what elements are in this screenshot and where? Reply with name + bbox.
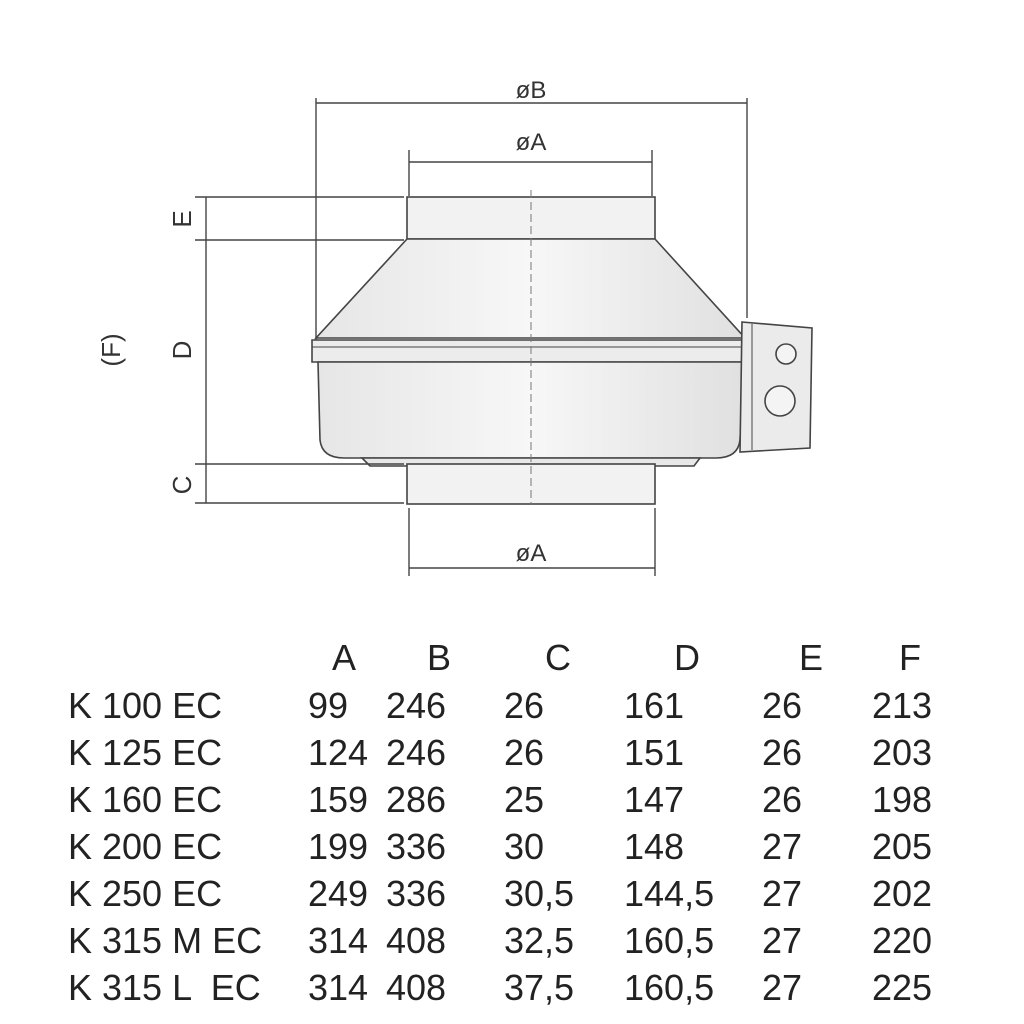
cell-a: 314: [308, 967, 369, 1008]
cell-f: 220: [872, 920, 933, 961]
cell-b: 336: [386, 826, 447, 867]
cell-a: 159: [308, 779, 369, 820]
label-dia-b: øB: [516, 77, 547, 104]
cell-b: 246: [386, 685, 447, 726]
cell-f: 205: [872, 826, 933, 867]
dimension-a-bottom: [408, 508, 656, 576]
cell-f: 213: [872, 685, 933, 726]
cell-b: 408: [386, 967, 447, 1008]
cell-c: 37,5: [504, 967, 575, 1008]
cell-c: 26: [504, 732, 545, 773]
dimension-b: [315, 98, 748, 345]
cell-d: 147: [624, 779, 685, 820]
cell-a: 199: [308, 826, 369, 867]
label-dim-e: E: [167, 210, 197, 227]
cell-b: 246: [386, 732, 447, 773]
cell-c: 26: [504, 685, 545, 726]
cell-b: 336: [386, 873, 447, 914]
cell-c: 25: [504, 779, 545, 820]
header-a: A: [331, 637, 356, 678]
cell-model: K 100 EC: [68, 685, 223, 726]
cell-model: K 315 L EC: [68, 967, 261, 1008]
cell-a: 99: [308, 685, 349, 726]
cell-e: 26: [762, 685, 803, 726]
table-header-row: A B C D E F: [60, 634, 954, 682]
cell-d: 160,5: [624, 920, 715, 961]
label-dim-c: C: [167, 476, 197, 495]
cell-e: 27: [762, 873, 803, 914]
table-row: K 200 EC 199 336 30 148 27 205: [60, 823, 954, 870]
cell-f: 202: [872, 873, 933, 914]
header-e: E: [798, 637, 823, 678]
cell-d: 161: [624, 685, 685, 726]
cell-d: 160,5: [624, 967, 715, 1008]
cell-a: 314: [308, 920, 369, 961]
cell-c: 32,5: [504, 920, 575, 961]
label-dim-d: D: [167, 341, 197, 360]
label-dia-a-bottom: øA: [516, 540, 547, 567]
header-model: [60, 634, 308, 682]
cable-gland-large: [764, 385, 796, 417]
cell-e: 26: [762, 732, 803, 773]
header-c: C: [545, 637, 571, 678]
dimension-a-top: [408, 150, 653, 196]
table-row: K 125 EC 124 246 26 151 26 203: [60, 729, 954, 776]
cell-model: K 200 EC: [68, 826, 223, 867]
cell-model: K 125 EC: [68, 732, 223, 773]
cell-f: 203: [872, 732, 933, 773]
fan-housing: [311, 196, 813, 505]
cell-e: 27: [762, 967, 803, 1008]
cell-e: 26: [762, 779, 803, 820]
cell-b: 286: [386, 779, 447, 820]
table-row: K 160 EC 159 286 25 147 26 198: [60, 776, 954, 823]
cell-f: 198: [872, 779, 933, 820]
cell-c: 30,5: [504, 873, 575, 914]
label-dim-f: (F): [96, 333, 126, 366]
cell-b: 408: [386, 920, 447, 961]
cell-c: 30: [504, 826, 545, 867]
cell-d: 151: [624, 732, 685, 773]
cell-e: 27: [762, 826, 803, 867]
table-row: K 315 L EC 314 408 37,5 160,5 27 225: [60, 964, 954, 1011]
cell-model: K 250 EC: [68, 873, 223, 914]
header-d: D: [674, 637, 700, 678]
cell-model: K 315 M EC: [68, 920, 263, 961]
cell-a: 124: [308, 732, 369, 773]
cell-a: 249: [308, 873, 369, 914]
cell-e: 27: [762, 920, 803, 961]
header-b: B: [426, 637, 451, 678]
label-dia-a-top: øA: [516, 129, 547, 156]
cell-f: 225: [872, 967, 933, 1008]
cell-model: K 160 EC: [68, 779, 223, 820]
cell-d: 144,5: [624, 873, 715, 914]
table-row: K 100 EC 99 246 26 161 26 213: [60, 682, 954, 729]
cable-gland-small: [775, 343, 797, 365]
table-body: K 100 EC 99 246 26 161 26 213 K 125 EC 124 246 26 1…: [60, 682, 954, 1011]
fan-dimension-drawing: øB øA E D C (F): [96, 77, 813, 576]
vertical-dimensions: [195, 196, 404, 504]
cell-d: 148: [624, 826, 685, 867]
header-f: F: [899, 637, 921, 678]
table-row: K 250 EC 249 336 30,5 144,5 27 202: [60, 870, 954, 917]
table-row: K 315 M EC 314 408 32,5 160,5 27 220: [60, 917, 954, 964]
